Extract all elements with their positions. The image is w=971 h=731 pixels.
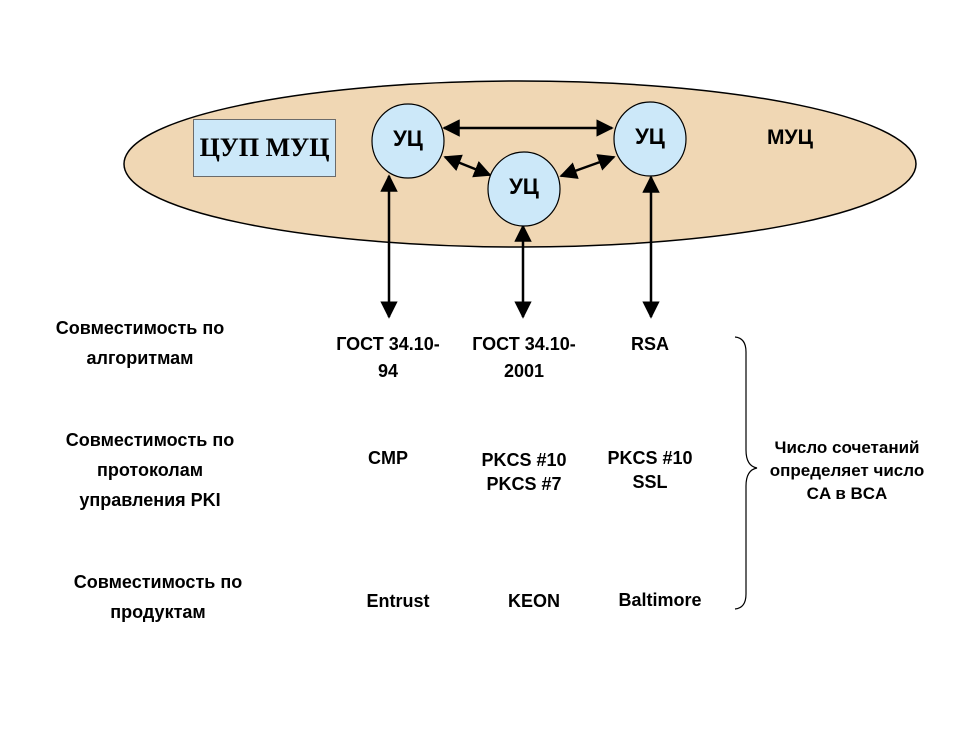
- cell-gost-2001: ГОСТ 34.10- 2001: [472, 334, 576, 381]
- row-header-products: Совместимость по продуктам: [73, 572, 243, 622]
- cell-pkcs10-ssl: PKCS #10 SSL: [607, 448, 693, 492]
- cell-entrust: Entrust: [366, 591, 430, 611]
- cell-baltimore: Baltimore: [618, 590, 702, 610]
- cell-pkcs10-pkcs7: PKCS #10 PKCS #7: [481, 450, 567, 494]
- arrow-left-middle: [443, 154, 492, 178]
- node-uc-right-label: УЦ: [635, 124, 665, 149]
- node-uc-left-label: УЦ: [393, 126, 423, 151]
- cell-keon: KEON: [507, 591, 560, 611]
- cup-muc-box: ЦУП МУЦ: [193, 119, 336, 177]
- node-uc-left: [371, 103, 445, 179]
- node-uc-right: [613, 101, 687, 177]
- row-header-protocols: Совместимость по протоколам управления P…: [65, 430, 235, 510]
- muc-title: МУЦ: [767, 126, 813, 149]
- cell-gost-94: ГОСТ 34.10- 94: [336, 334, 440, 381]
- arrow-middle-right: [559, 154, 616, 179]
- combinations-note: Число сочетаний определяет число CA в BC…: [769, 438, 925, 503]
- node-uc-middle: [487, 151, 561, 227]
- cell-rsa: RSA: [630, 334, 669, 354]
- node-uc-middle-label: УЦ: [509, 174, 539, 199]
- row-header-algorithms: Совместимость по алгоритмам: [55, 318, 225, 368]
- right-brace: [734, 336, 758, 610]
- cell-cmp: CMP: [368, 448, 408, 468]
